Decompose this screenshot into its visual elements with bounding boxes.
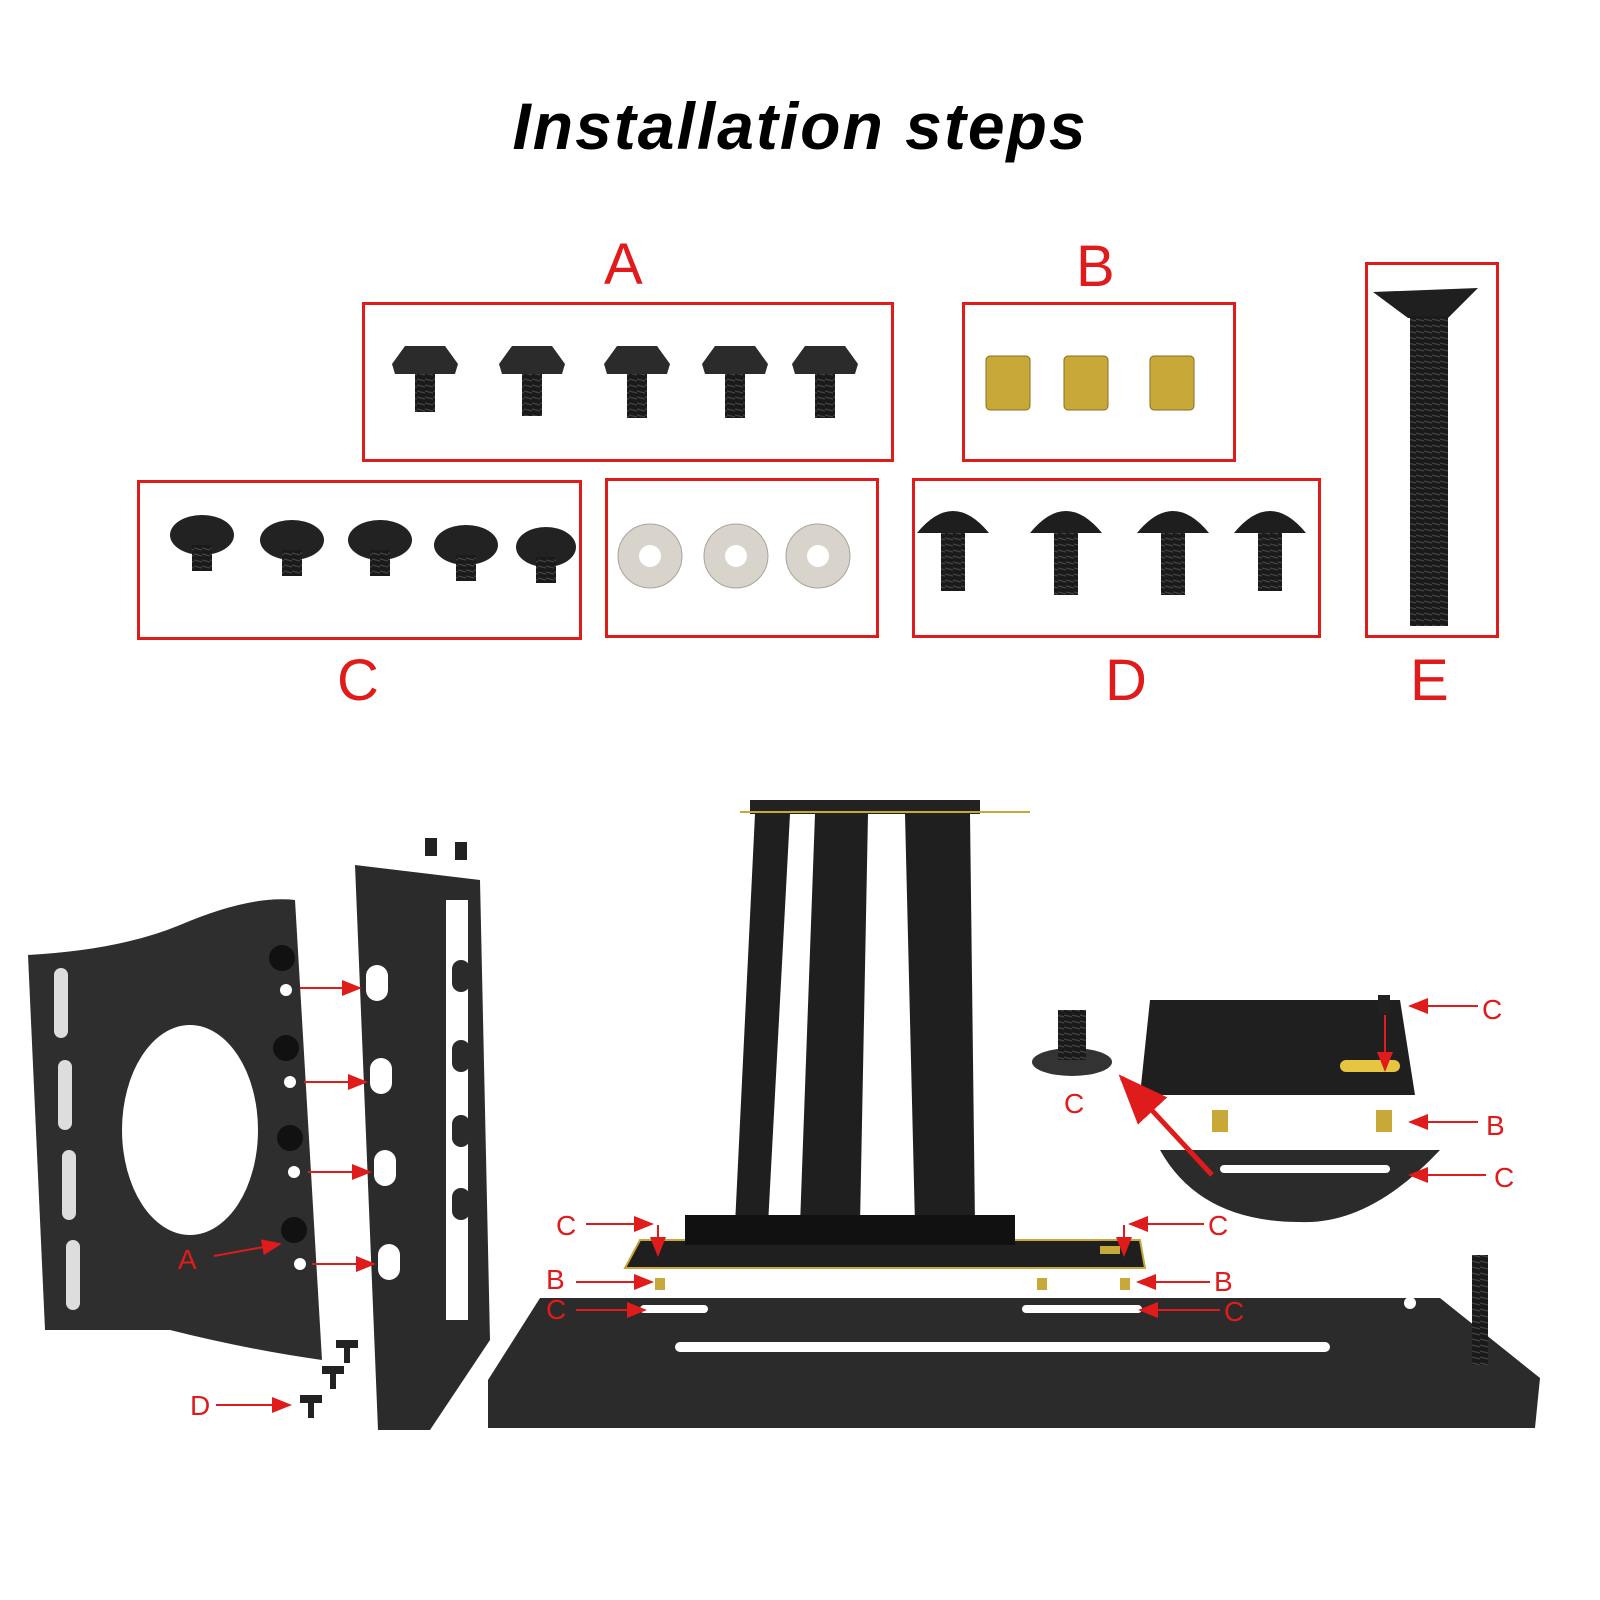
- callout-c-mid-right-top: C: [1208, 1210, 1229, 1241]
- callout-c-inset-bottom: C: [1494, 1162, 1515, 1193]
- page-title: Installation steps: [512, 89, 1088, 163]
- washer-box: [605, 478, 879, 638]
- middle-arrows: [576, 1216, 1220, 1318]
- callout-c-mid-right-bottom: C: [1224, 1296, 1245, 1327]
- callout-c-mid-left-bottom: C: [546, 1294, 567, 1325]
- callout-c-inset-top: C: [1482, 994, 1503, 1025]
- part-c-label: C: [337, 648, 379, 713]
- screw-icon: [392, 346, 458, 412]
- part-c-box: [137, 480, 582, 640]
- part-d-label: D: [1105, 648, 1147, 713]
- detail-inset: [1032, 995, 1440, 1223]
- vertical-plate: [28, 899, 322, 1360]
- screw-icon: [499, 346, 565, 416]
- base-plate: [488, 1255, 1540, 1428]
- part-e-label: E: [1410, 648, 1449, 713]
- callout-c-inset-screw: C: [1064, 1088, 1085, 1119]
- callout-b-mid-right: B: [1214, 1266, 1233, 1297]
- callout-a-left: A: [178, 1244, 197, 1275]
- part-a-screws: [392, 346, 858, 418]
- callout-b-mid-left: B: [546, 1264, 565, 1295]
- standoff-icon: [1063, 355, 1109, 411]
- part-b-standoffs: [985, 355, 1195, 411]
- riser-pcb: [623, 1215, 1147, 1290]
- part-e-box: [1365, 262, 1499, 638]
- d-screws-small: [300, 1340, 358, 1418]
- part-d-box: [912, 478, 1321, 638]
- left-arrows: [213, 980, 376, 1413]
- washers: [617, 523, 851, 589]
- part-a-label: A: [604, 232, 643, 297]
- inset-arrows: [1118, 998, 1486, 1183]
- pci-bracket: [355, 838, 490, 1430]
- part-d-screws: [917, 511, 1306, 595]
- callout-d-left: D: [190, 1390, 211, 1421]
- part-e-long-screw: [1373, 288, 1478, 626]
- part-c-screws: [170, 515, 576, 583]
- part-b-box: [962, 302, 1236, 462]
- screw-icon: [792, 346, 858, 418]
- standoff-icon: [1149, 355, 1195, 411]
- part-b-label: B: [1076, 234, 1115, 299]
- part-a-box: [362, 302, 894, 462]
- standoff-icon: [985, 355, 1031, 411]
- riser-cable: [735, 800, 1030, 1225]
- callout-b-inset: B: [1486, 1110, 1505, 1141]
- callout-c-mid-left-top: C: [556, 1210, 577, 1241]
- screw-icon: [702, 346, 768, 418]
- screw-icon: [604, 346, 670, 418]
